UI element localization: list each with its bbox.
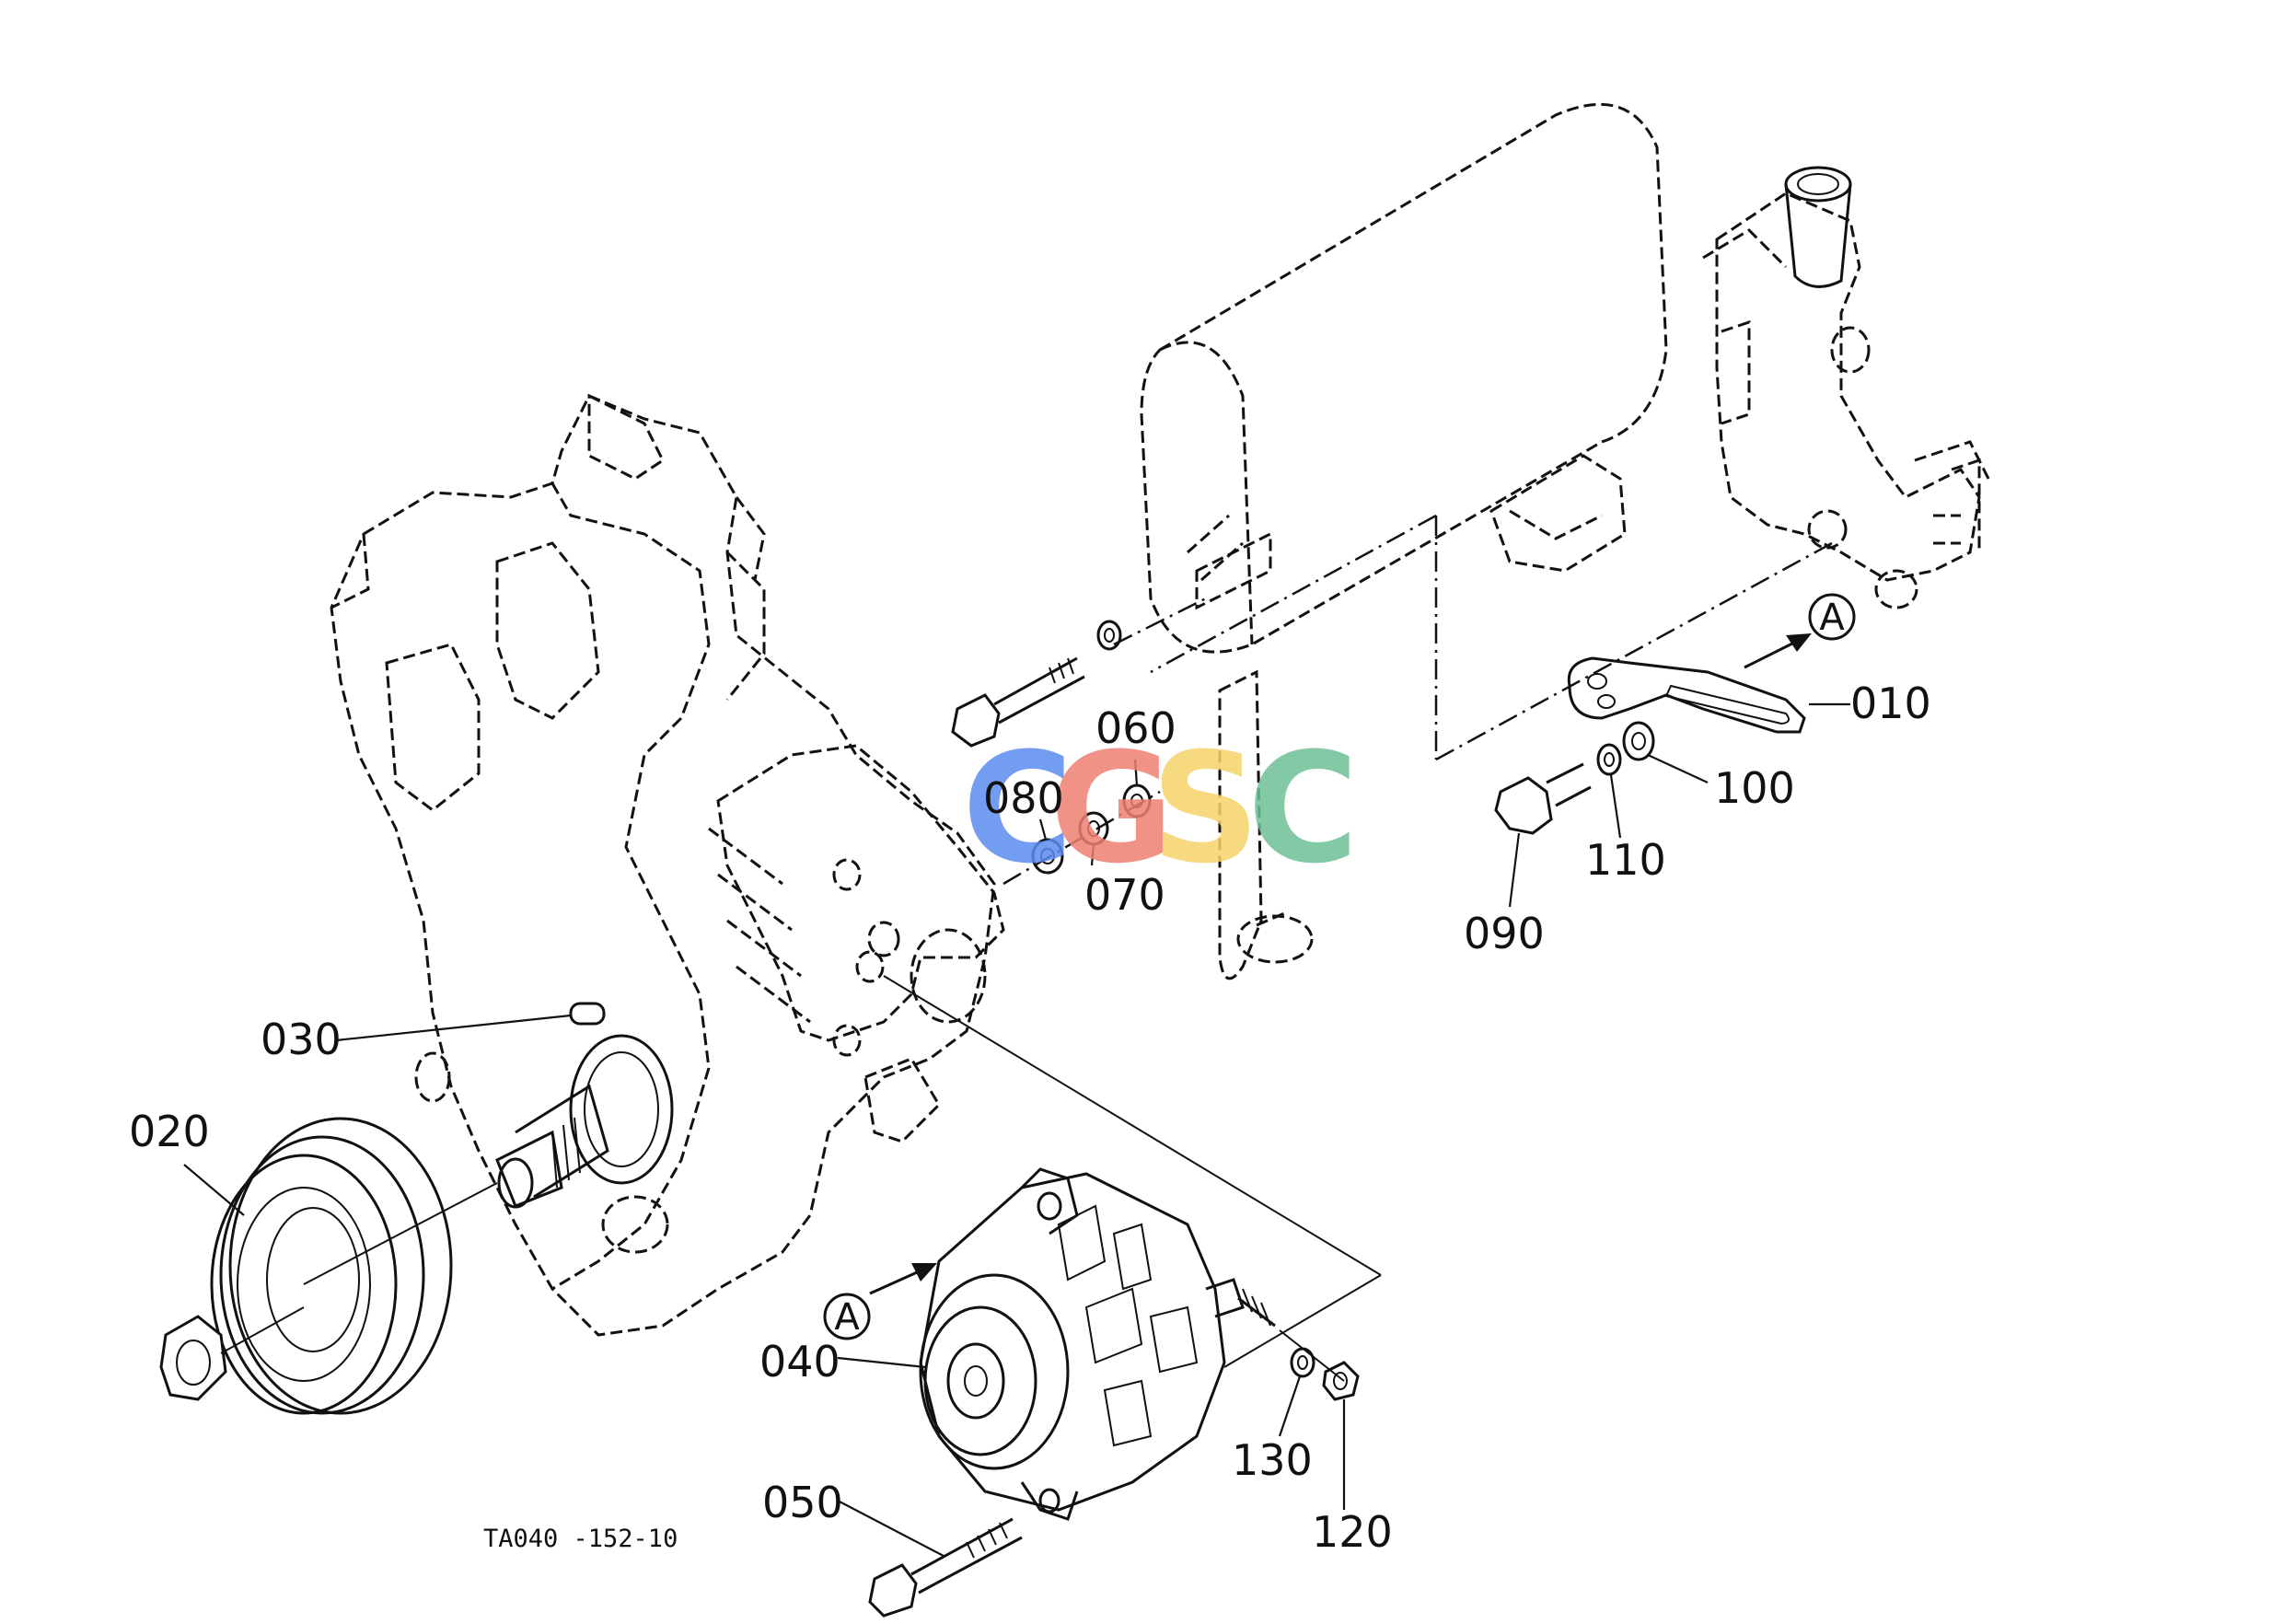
watermark-letter-2: G — [1049, 720, 1174, 897]
part-label-130: 130 — [1232, 1435, 1313, 1485]
view-ref-upper: A — [1819, 597, 1845, 639]
part-label-010: 010 — [1850, 679, 1931, 728]
watermark-logo: C G S C — [962, 720, 1359, 897]
part-label-020: 020 — [129, 1107, 210, 1156]
thermostat-housing — [1702, 191, 1990, 609]
pulley-nut — [159, 1306, 305, 1401]
muffler — [1140, 102, 1668, 980]
view-arrow-lower: A — [823, 1263, 937, 1340]
part-label-040: 040 — [759, 1337, 840, 1386]
crankshaft — [495, 1002, 674, 1209]
thermostat-pipe — [1784, 166, 1852, 288]
watermark-letter-3: S — [1151, 720, 1260, 897]
part-label-120: 120 — [1312, 1507, 1393, 1557]
part-label-110: 110 — [1585, 835, 1666, 885]
spacer-washers — [1031, 783, 1152, 875]
bracket-fasteners — [1494, 721, 1655, 835]
leader-lines — [183, 702, 1850, 1557]
center-lines — [883, 514, 1833, 1382]
alternator-bolt — [868, 1517, 1023, 1618]
part-label-090: 090 — [1464, 909, 1545, 958]
part-label-070: 070 — [1084, 870, 1165, 920]
muffler-bolt — [951, 620, 1122, 748]
gear-case — [330, 393, 996, 1337]
watermark-letter-1: C — [962, 720, 1073, 897]
fan-pulley — [210, 1117, 498, 1415]
key-shape — [569, 1002, 606, 1026]
part-number-labels: 010 020 030 040 050 060 070 080 090 100 … — [129, 679, 1931, 1557]
view-arrow-upper: A — [1744, 593, 1856, 669]
drawing-code: TA040 -152-10 — [483, 1525, 678, 1553]
part-label-030: 030 — [261, 1015, 342, 1064]
part-label-100: 100 — [1714, 763, 1795, 813]
part-label-060: 060 — [1095, 703, 1176, 753]
water-pump — [708, 744, 1005, 1143]
bracket — [1567, 656, 1806, 734]
part-label-080: 080 — [983, 773, 1064, 823]
alternator — [919, 1167, 1276, 1521]
part-label-050: 050 — [762, 1478, 843, 1527]
watermark-letter-4: C — [1247, 720, 1359, 897]
alternator-fasteners — [1290, 1347, 1360, 1401]
view-ref-lower: A — [834, 1296, 860, 1339]
